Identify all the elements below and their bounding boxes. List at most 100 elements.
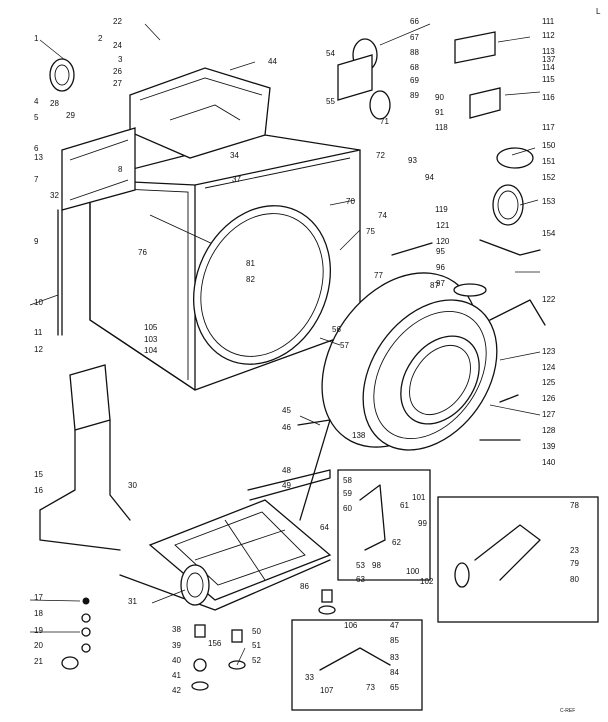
- side-panel: [57, 209, 63, 336]
- callout-70: 70: [346, 197, 355, 206]
- callout-125: 125: [542, 378, 556, 387]
- callout-78: 78: [570, 501, 579, 510]
- callout-47: 47: [390, 621, 399, 630]
- callout-27: 27: [113, 79, 122, 88]
- blower-motor: [180, 564, 210, 606]
- callout-107: 107: [320, 686, 334, 695]
- callout-128: 128: [542, 426, 556, 435]
- callout-10: 10: [34, 298, 43, 307]
- callout-69: 69: [410, 76, 419, 85]
- callout-101: 101: [412, 493, 426, 502]
- callout-118: 118: [435, 123, 448, 132]
- callout-26: 26: [113, 67, 122, 76]
- inset-panel-lower: [291, 619, 423, 711]
- callout-28: 28: [50, 99, 59, 108]
- callout-84: 84: [390, 668, 399, 677]
- leveling-feet: [191, 589, 336, 691]
- callout-115: 115: [542, 75, 555, 84]
- callout-140: 140: [542, 458, 556, 467]
- callout-71: 71: [380, 117, 389, 126]
- callout-63: 63: [356, 575, 365, 584]
- callout-114: 114: [542, 63, 555, 72]
- callout-62: 62: [392, 538, 401, 547]
- callout-76: 76: [138, 248, 147, 257]
- callout-154: 154: [542, 229, 556, 238]
- hardware-stack-left: [61, 597, 91, 670]
- callout-29: 29: [66, 111, 75, 120]
- callout-81: 81: [246, 259, 255, 268]
- callout-152: 152: [542, 173, 556, 182]
- callout-5: 5: [34, 113, 39, 122]
- callout-74: 74: [378, 211, 387, 220]
- callout-106: 106: [344, 621, 358, 630]
- base-frame: [119, 499, 332, 611]
- callout-20: 20: [34, 641, 43, 650]
- duct-seal-left: [49, 58, 75, 92]
- callout-7: 7: [34, 175, 39, 184]
- callout-72: 72: [376, 151, 385, 160]
- callout-18: 18: [34, 609, 43, 618]
- inset-panel: [437, 496, 599, 623]
- callout-91: 91: [435, 108, 444, 117]
- callout-95: 95: [436, 247, 445, 256]
- callout-137: 137: [542, 55, 556, 64]
- callout-121: 121: [436, 221, 450, 230]
- callout-104: 104: [144, 346, 158, 355]
- callout-60: 60: [343, 504, 352, 513]
- callout-44: 44: [268, 57, 277, 66]
- callout-15: 15: [34, 470, 43, 479]
- callout-77: 77: [374, 271, 383, 280]
- callout-64: 64: [320, 523, 329, 532]
- callout-45: 45: [282, 406, 291, 415]
- callout-94: 94: [425, 173, 434, 182]
- callout-19: 19: [34, 626, 43, 635]
- callout-31: 31: [128, 597, 137, 606]
- drum-belt: [391, 242, 546, 326]
- callout-1: 1: [34, 34, 39, 43]
- callout-54: 54: [326, 49, 335, 58]
- callout-82: 82: [246, 275, 255, 284]
- callout-113: 113: [542, 47, 555, 56]
- callout-16: 16: [34, 486, 43, 495]
- cam-bracket: [337, 469, 431, 581]
- callout-123: 123: [542, 347, 556, 356]
- callout-73: 73: [366, 683, 375, 692]
- callout-56: 56: [332, 325, 341, 334]
- callout-98: 98: [372, 561, 381, 570]
- callout-112: 112: [542, 31, 555, 40]
- callout-21: 21: [34, 657, 43, 666]
- callout-102: 102: [420, 577, 434, 586]
- callout-67: 67: [410, 33, 419, 42]
- callout-68: 68: [410, 63, 419, 72]
- support-rail: [247, 419, 331, 521]
- rear-panel: [61, 127, 136, 211]
- callout-86: 86: [300, 582, 309, 591]
- callout-37: 37: [232, 175, 241, 184]
- callout-40: 40: [172, 656, 181, 665]
- callout-151: 151: [542, 157, 556, 166]
- callout-138: 138: [352, 431, 366, 440]
- callout-96: 96: [436, 263, 445, 272]
- callout-4: 4: [34, 97, 39, 106]
- callout-6: 6: [34, 144, 39, 153]
- callout-50: 50: [252, 627, 261, 636]
- callout-99: 99: [418, 519, 427, 528]
- callout-53: 53: [356, 561, 365, 570]
- callout-52: 52: [252, 656, 261, 665]
- callout-153: 153: [542, 197, 556, 206]
- callout-119: 119: [435, 205, 448, 214]
- callout-24: 24: [113, 41, 122, 50]
- callout-116: 116: [542, 93, 555, 102]
- callout-12: 12: [34, 345, 43, 354]
- callout-23: 23: [570, 546, 579, 555]
- callout-120: 120: [436, 237, 450, 246]
- callout-38: 38: [172, 625, 181, 634]
- callout-57: 57: [340, 341, 349, 350]
- callout-79: 79: [570, 559, 579, 568]
- callout-122: 122: [542, 295, 556, 304]
- callout-103: 103: [144, 335, 158, 344]
- callout-61: 61: [400, 501, 409, 510]
- front-bulkhead-ring: [193, 205, 331, 365]
- exhaust-duct: [39, 364, 131, 551]
- callout-75: 75: [366, 227, 375, 236]
